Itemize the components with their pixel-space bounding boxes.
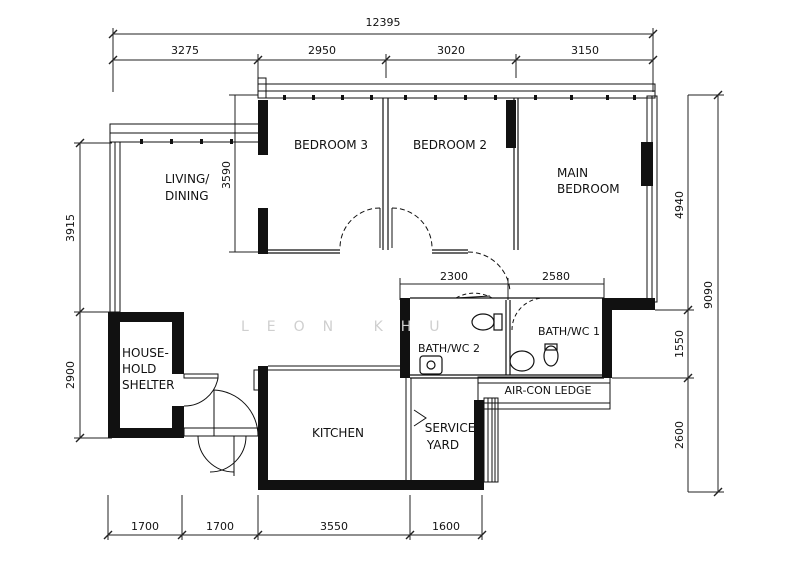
label-shelter-3: SHELTER <box>122 378 175 392</box>
label-bath1: BATH/WC 1 <box>538 325 600 338</box>
label-shelter-2: HOLD <box>122 362 156 376</box>
doors <box>183 207 545 476</box>
label-bedroom2: BEDROOM 2 <box>413 138 487 152</box>
dimension-ticks <box>75 29 723 540</box>
dim-top-total: 12395 <box>366 16 401 29</box>
dimension-lines <box>74 28 724 540</box>
label-service-1: SERVICE <box>425 421 476 435</box>
dim-bath1-width: 2580 <box>542 270 570 283</box>
label-shelter-1: HOUSE- <box>122 346 169 360</box>
structural-walls <box>108 100 655 490</box>
label-aircon-ledge: AIR-CON LEDGE <box>504 384 591 397</box>
label-main-bedroom-1: MAIN <box>557 166 588 180</box>
dim-right-3: 2600 <box>673 421 686 449</box>
dim-bottom-2: 1700 <box>206 520 234 533</box>
dim-bottom-3: 3550 <box>320 520 348 533</box>
label-main-bedroom-2: BEDROOM <box>557 182 620 196</box>
label-living-2: DINING <box>165 189 209 203</box>
fixtures <box>419 313 559 375</box>
dim-left-bottom: 2900 <box>64 361 77 389</box>
watermark: LEON KHU <box>241 319 458 335</box>
dim-right-total: 9090 <box>702 281 715 309</box>
dim-bath2-width: 2300 <box>440 270 468 283</box>
dim-left-top: 3915 <box>64 214 77 242</box>
dim-top-3: 3020 <box>437 44 465 57</box>
dim-bottom-1: 1700 <box>131 520 159 533</box>
dim-right-1: 4940 <box>673 191 686 219</box>
dim-bedroom3-height: 3590 <box>220 161 233 189</box>
label-bedroom3: BEDROOM 3 <box>294 138 368 152</box>
label-bath2: BATH/WC 2 <box>418 342 480 355</box>
dim-bottom-4: 1600 <box>432 520 460 533</box>
label-living-1: LIVING/ <box>165 172 210 186</box>
dim-right-2: 1550 <box>673 330 686 358</box>
dim-top-1: 3275 <box>171 44 199 57</box>
window-mullions <box>140 95 636 144</box>
label-service-2: YARD <box>426 438 459 452</box>
label-kitchen: KITCHEN <box>312 426 364 440</box>
dim-top-2: 2950 <box>308 44 336 57</box>
dim-top-4: 3150 <box>571 44 599 57</box>
